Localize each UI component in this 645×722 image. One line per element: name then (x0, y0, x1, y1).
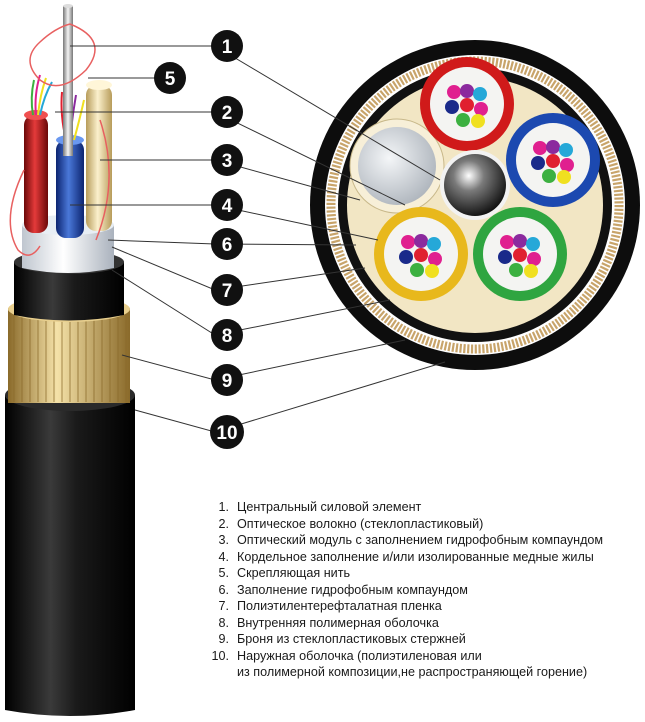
callout-4: 4 (211, 189, 243, 221)
svg-text:4: 4 (222, 196, 233, 217)
callout-3: 3 (211, 144, 243, 176)
legend-text: Оптический модуль с заполнением гидрофоб… (237, 533, 604, 547)
section-central-element (440, 150, 510, 220)
callout-6: 6 (211, 228, 243, 260)
callout-8: 8 (211, 319, 243, 351)
legend-list: 1. Центральный силовой элемент 2. Оптическ… (207, 499, 645, 681)
legend-text: Полиэтилентерефталатная пленка (237, 599, 442, 613)
svg-text:1: 1 (222, 37, 233, 58)
legend-number: 5. (218, 566, 229, 580)
legend-number: 10. (211, 648, 229, 663)
svg-text:10: 10 (216, 423, 237, 444)
callout-5: 5 (154, 62, 186, 94)
outer-sheath-layer (5, 379, 135, 716)
legend-item: 10. Наружная оболочка (полиэтиленовая или… (207, 648, 645, 681)
legend-number: 2. (218, 516, 229, 531)
svg-text:6: 6 (222, 235, 233, 256)
central-strength-rod (63, 4, 73, 156)
cross-section (310, 40, 640, 370)
legend-text: Кордельное заполнение и/или изолированны… (237, 549, 594, 564)
legend-item: 8. Внутренняя полимерная оболочка (207, 615, 645, 632)
module-tubes (24, 80, 112, 238)
svg-text:9: 9 (222, 371, 233, 392)
svg-text:2: 2 (222, 103, 233, 124)
svg-text:8: 8 (222, 326, 233, 347)
section-fibers (399, 84, 574, 278)
legend-item: 3. Оптический модуль с заполнением гидроф… (207, 532, 645, 549)
legend-number: 9. (218, 632, 229, 646)
svg-text:5: 5 (165, 69, 176, 90)
legend-text: Заполнение гидрофобным компаундом (237, 582, 468, 597)
legend-text: Наружная оболочка (полиэтиленовая или из… (237, 648, 588, 680)
legend-number: 4. (218, 549, 229, 564)
legend-text: Внутренняя полимерная оболочка (237, 615, 439, 630)
legend-number: 1. (218, 500, 229, 514)
callout-9: 9 (211, 364, 243, 396)
callout-7: 7 (211, 274, 243, 306)
callout-2: 2 (211, 96, 243, 128)
callout-1: 1 (211, 30, 243, 62)
legend-item: 4. Кордельное заполнение и/или изолирован… (207, 549, 645, 566)
binding-thread (9, 23, 110, 256)
legend-text: Скрепляющая нить (237, 566, 351, 580)
legend-number: 7. (218, 599, 229, 613)
legend-item: 5. Скрепляющая нить (207, 565, 645, 582)
legend-item: 6. Заполнение гидрофобным компаундом (207, 582, 645, 599)
cable-cutaway (5, 4, 135, 716)
legend-item: 1. Центральный силовой элемент (207, 499, 645, 516)
legend-item: 2. Оптическое волокно (стеклопластиковый) (207, 516, 645, 533)
svg-text:7: 7 (222, 281, 233, 302)
legend-text: Оптическое волокно (стеклопластиковый) (237, 516, 484, 531)
svg-text:3: 3 (222, 151, 233, 172)
legend-number: 6. (218, 582, 229, 597)
legend-number: 8. (218, 615, 229, 630)
legend-text: Броня из стеклопластиковых стержней (237, 632, 466, 646)
callout-10: 10 (210, 415, 244, 449)
legend-number: 3. (218, 533, 229, 547)
legend-item: 9. Броня из стеклопластиковых стержней (207, 631, 645, 648)
legend-item: 7. Полиэтилентерефталатная пленка (207, 598, 645, 615)
legend-text: Центральный силовой элемент (237, 500, 422, 514)
section-filler-rod (349, 118, 445, 214)
